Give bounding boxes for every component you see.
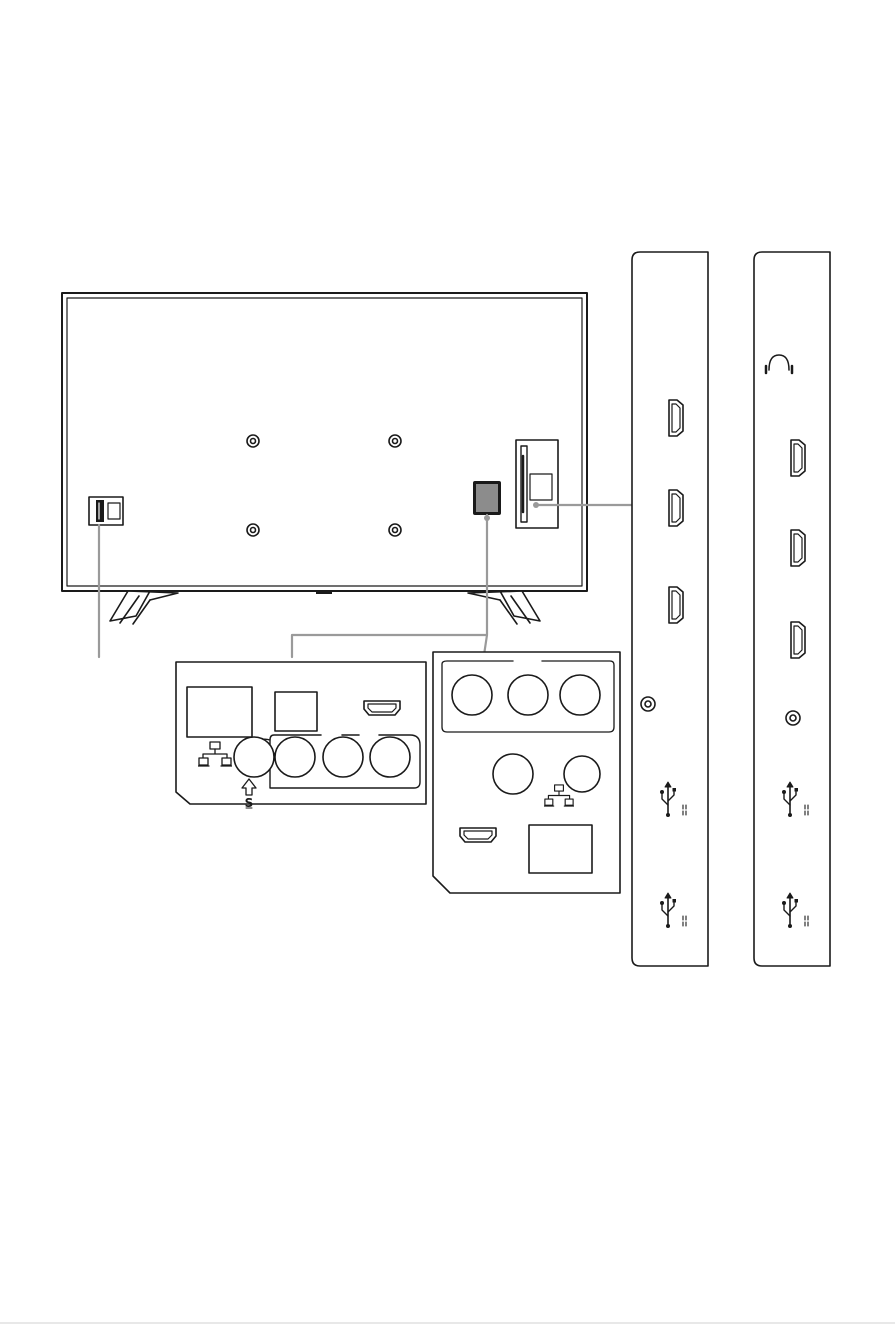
tv-back-panel	[62, 293, 587, 591]
vesa-mount-holes	[247, 435, 401, 536]
side-connector-bay	[516, 440, 558, 528]
hdmi-port	[791, 440, 805, 476]
round-port	[275, 737, 315, 777]
tv-rear-view	[62, 293, 587, 624]
round-port	[452, 675, 492, 715]
bottom-panel-right	[433, 652, 620, 893]
round-port	[370, 737, 410, 777]
hdmi-port	[460, 828, 496, 842]
rear-connector-block	[473, 481, 501, 515]
bottom-panel-left: S	[176, 662, 426, 810]
round-port	[508, 675, 548, 715]
bottom-tab	[316, 590, 332, 594]
leader-lines	[99, 502, 632, 657]
side-panel-a	[632, 252, 708, 966]
round-port	[323, 737, 363, 777]
hdmi-port	[791, 622, 805, 658]
round-port	[493, 754, 533, 794]
side-panel-b	[754, 252, 830, 966]
tv-stand-left	[110, 591, 178, 624]
power-inlet	[89, 497, 123, 525]
tv-back-inner-frame	[67, 298, 582, 586]
tv-stand-right	[468, 591, 540, 624]
hdmi-port	[669, 490, 683, 526]
round-port	[234, 737, 274, 777]
round-port	[560, 675, 600, 715]
hdmi-port	[669, 587, 683, 623]
hdmi-port	[791, 530, 805, 566]
round-port	[564, 756, 600, 792]
hdmi-port	[669, 400, 683, 436]
hdmi-port	[364, 701, 400, 715]
